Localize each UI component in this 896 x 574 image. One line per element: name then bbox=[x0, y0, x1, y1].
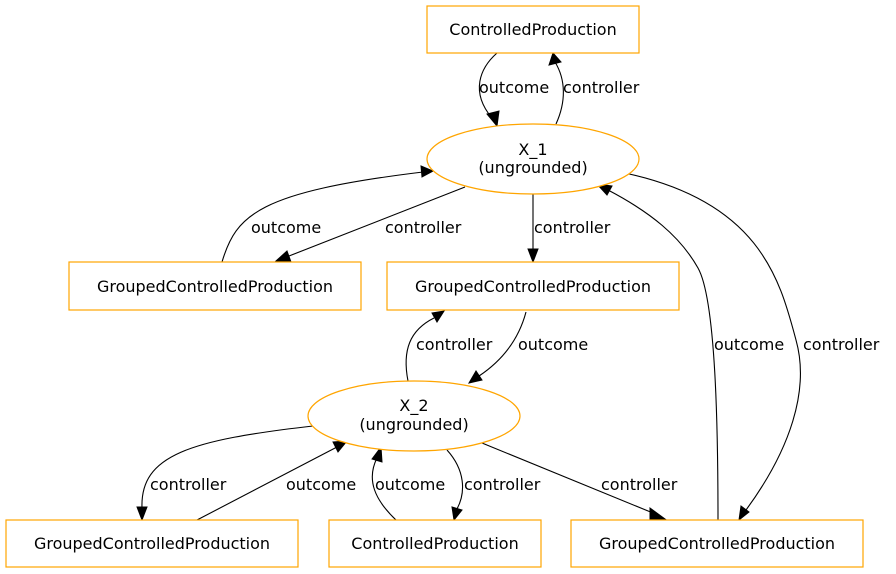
node-controlled-production-top[interactable]: ControlledProduction bbox=[426, 5, 640, 54]
node-label: GroupedControlledProduction bbox=[34, 534, 270, 553]
edge-cp-bottom-to-x2-outcome bbox=[371, 445, 397, 521]
edge-label-controller-bl: controller bbox=[150, 475, 227, 494]
edge-label-outcome-left: outcome bbox=[251, 218, 321, 237]
node-controlled-production-bottom[interactable]: ControlledProduction bbox=[328, 519, 542, 568]
edge-x1-to-cp-top-controller bbox=[548, 52, 564, 125]
node-label: GroupedControlledProduction bbox=[599, 534, 835, 553]
edge-label-controller-x1-br: controller bbox=[803, 335, 880, 354]
edge-x2-to-gcp-br-controller bbox=[481, 442, 667, 520]
edge-gcp-left-to-x1-outcome bbox=[221, 165, 435, 263]
edge-gcp-br-to-x1-outcome bbox=[595, 183, 719, 521]
node-grouped-controlled-production-left[interactable]: GroupedControlledProduction bbox=[68, 261, 362, 311]
node-grouped-controlled-production-mid[interactable]: GroupedControlledProduction bbox=[386, 261, 680, 311]
node-label: ControlledProduction bbox=[449, 20, 616, 39]
edge-label-controller-cp-bottom: controller bbox=[464, 475, 541, 494]
edge-x1-to-gcp-mid-controller bbox=[527, 194, 539, 264]
node-label: GroupedControlledProduction bbox=[415, 277, 651, 296]
edge-label-controller-x2-mid: controller bbox=[416, 335, 493, 354]
edge-label-outcome-br-x1: outcome bbox=[714, 335, 784, 354]
edge-x2-to-cp-bottom-controller bbox=[446, 449, 464, 522]
node-subtitle: (ungrounded) bbox=[478, 158, 587, 177]
edge-label-controller-top: controller bbox=[563, 78, 640, 97]
edge-label-controller-mid: controller bbox=[534, 218, 611, 237]
edge-x2-to-gcp-bl-controller bbox=[136, 425, 314, 522]
edge-label-controller-br: controller bbox=[601, 475, 678, 494]
node-subtitle: (ungrounded) bbox=[359, 415, 468, 434]
edge-label-controller-left: controller bbox=[385, 218, 462, 237]
edge-x2-to-gcp-mid-controller bbox=[405, 310, 446, 382]
node-name: X_1 bbox=[518, 140, 547, 160]
edge-x1-to-gcp-br-controller bbox=[619, 171, 801, 522]
edge-label-outcome-cp-bottom: outcome bbox=[375, 475, 445, 494]
node-x2[interactable]: X_2 (ungrounded) bbox=[307, 380, 521, 452]
edge-x1-to-gcp-left-controller bbox=[274, 186, 466, 263]
edge-label-outcome-mid-x2: outcome bbox=[518, 335, 588, 354]
node-grouped-controlled-production-bottom-right[interactable]: GroupedControlledProduction bbox=[570, 519, 864, 568]
node-name: X_2 bbox=[399, 396, 428, 416]
edge-label-outcome-bl: outcome bbox=[286, 475, 356, 494]
node-label: ControlledProduction bbox=[351, 534, 518, 553]
node-x1[interactable]: X_1 (ungrounded) bbox=[426, 123, 640, 195]
node-label: GroupedControlledProduction bbox=[97, 277, 333, 296]
edge-cp-top-to-x1-outcome bbox=[478, 52, 500, 128]
edge-label-outcome-top: outcome bbox=[479, 78, 549, 97]
edge-gcp-mid-to-x2-outcome bbox=[467, 311, 527, 384]
node-grouped-controlled-production-bottom-left[interactable]: GroupedControlledProduction bbox=[5, 519, 299, 568]
